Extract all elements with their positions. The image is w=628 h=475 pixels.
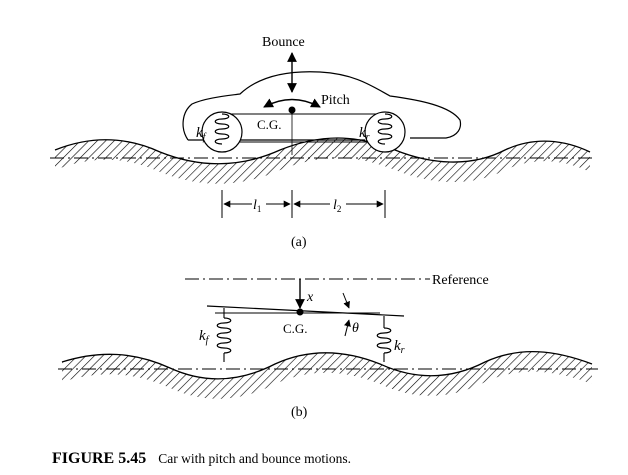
figure-caption: FIGURE 5.45 Car with pitch and bounce mo… bbox=[52, 450, 351, 467]
cg-dot-b bbox=[296, 308, 304, 316]
cg-label-a: C.G. bbox=[257, 117, 282, 132]
car-body bbox=[182, 71, 462, 141]
rear-spring-label-a: kr bbox=[359, 125, 370, 143]
road-surface-b bbox=[61, 350, 593, 380]
panel-a: Bounce Pitch C.G. kf kr l1 l2 (a) bbox=[50, 35, 596, 250]
pitch-label: Pitch bbox=[321, 93, 350, 108]
dim-label-l2: l2 bbox=[333, 198, 341, 214]
caption-text: Car with pitch and bounce motions. bbox=[158, 451, 351, 466]
rear-spring-coil-a bbox=[377, 113, 393, 145]
rear-spring-label-b: kr bbox=[394, 338, 405, 356]
rear-spring-coil-b bbox=[376, 327, 392, 354]
body-tilted-line bbox=[206, 305, 405, 317]
theta-arrow-top bbox=[342, 292, 350, 309]
bounce-label: Bounce bbox=[262, 35, 305, 50]
theta-label: θ bbox=[352, 321, 359, 336]
reference-label: Reference bbox=[432, 273, 489, 288]
road-hatching-a bbox=[55, 138, 590, 184]
front-spring-label-b: kf bbox=[199, 328, 210, 346]
dim-label-l1: l1 bbox=[253, 198, 261, 214]
cg-label-b: C.G. bbox=[283, 321, 308, 336]
pitch-arrow bbox=[263, 98, 321, 108]
theta-arrow-bottom bbox=[344, 319, 351, 337]
panel-b-label: (b) bbox=[291, 405, 308, 420]
road-hatching-b bbox=[62, 351, 592, 399]
dimension-lines bbox=[221, 190, 386, 218]
front-spring-coil-a bbox=[214, 113, 230, 145]
front-spring-coil-b bbox=[216, 317, 232, 354]
panel-a-label: (a) bbox=[291, 235, 307, 250]
front-spring-label-a: kf bbox=[196, 125, 207, 143]
caption-number: FIGURE 5.45 bbox=[52, 450, 146, 467]
panel-b: Reference x C.G. θ kf kr (b) bbox=[58, 273, 598, 420]
road-surface-a bbox=[54, 137, 591, 165]
front-wheel bbox=[201, 111, 243, 153]
x-label: x bbox=[306, 290, 314, 305]
rear-wheel bbox=[364, 111, 406, 153]
cg-dot-a bbox=[288, 106, 296, 114]
